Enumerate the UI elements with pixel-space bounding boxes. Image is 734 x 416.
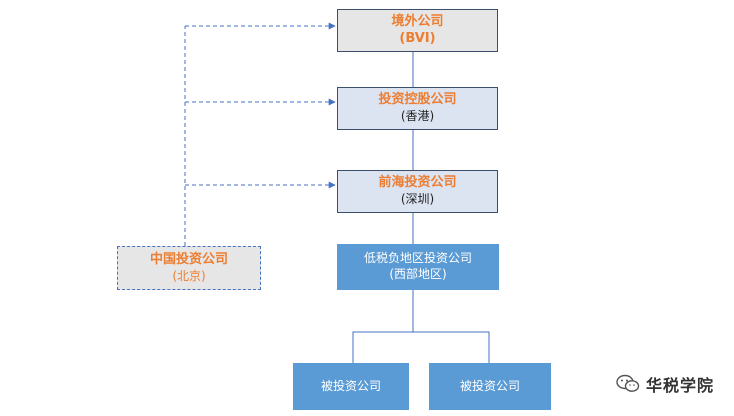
node-china-investment-company: 中国投资公司 (北京) <box>117 246 261 290</box>
node-holding-company-hk: 投资控股公司 (香港) <box>337 87 498 130</box>
node-title: 前海投资公司 <box>378 175 457 191</box>
node-title: 境外公司 <box>391 13 444 29</box>
node-title: 投资控股公司 <box>378 92 457 108</box>
node-title: 被投资公司 <box>459 378 520 393</box>
watermark: 华税学院 <box>616 372 714 396</box>
wechat-icon <box>616 374 640 392</box>
node-title: 被投资公司 <box>320 378 381 393</box>
node-title: 中国投资公司 <box>149 251 228 267</box>
watermark-text: 华税学院 <box>646 376 715 395</box>
node-subtitle: (深圳) <box>400 192 435 207</box>
node-investee-company-1: 被投资公司 <box>293 363 409 410</box>
node-offshore-company-bvi: 境外公司 (BVI) <box>337 9 498 52</box>
node-subtitle: (香港) <box>400 109 435 124</box>
connector-branch-investees <box>352 331 490 363</box>
node-qianhai-company-sz: 前海投资公司 (深圳) <box>337 170 498 213</box>
node-subtitle: (BVI) <box>399 30 436 46</box>
node-low-tax-company-west: 低税负地区投资公司 (西部地区) <box>337 244 499 290</box>
node-title: 低税负地区投资公司 <box>363 251 472 266</box>
node-subtitle: (北京) <box>172 268 206 283</box>
node-subtitle: (西部地区) <box>389 267 447 281</box>
node-investee-company-2: 被投资公司 <box>429 363 551 410</box>
